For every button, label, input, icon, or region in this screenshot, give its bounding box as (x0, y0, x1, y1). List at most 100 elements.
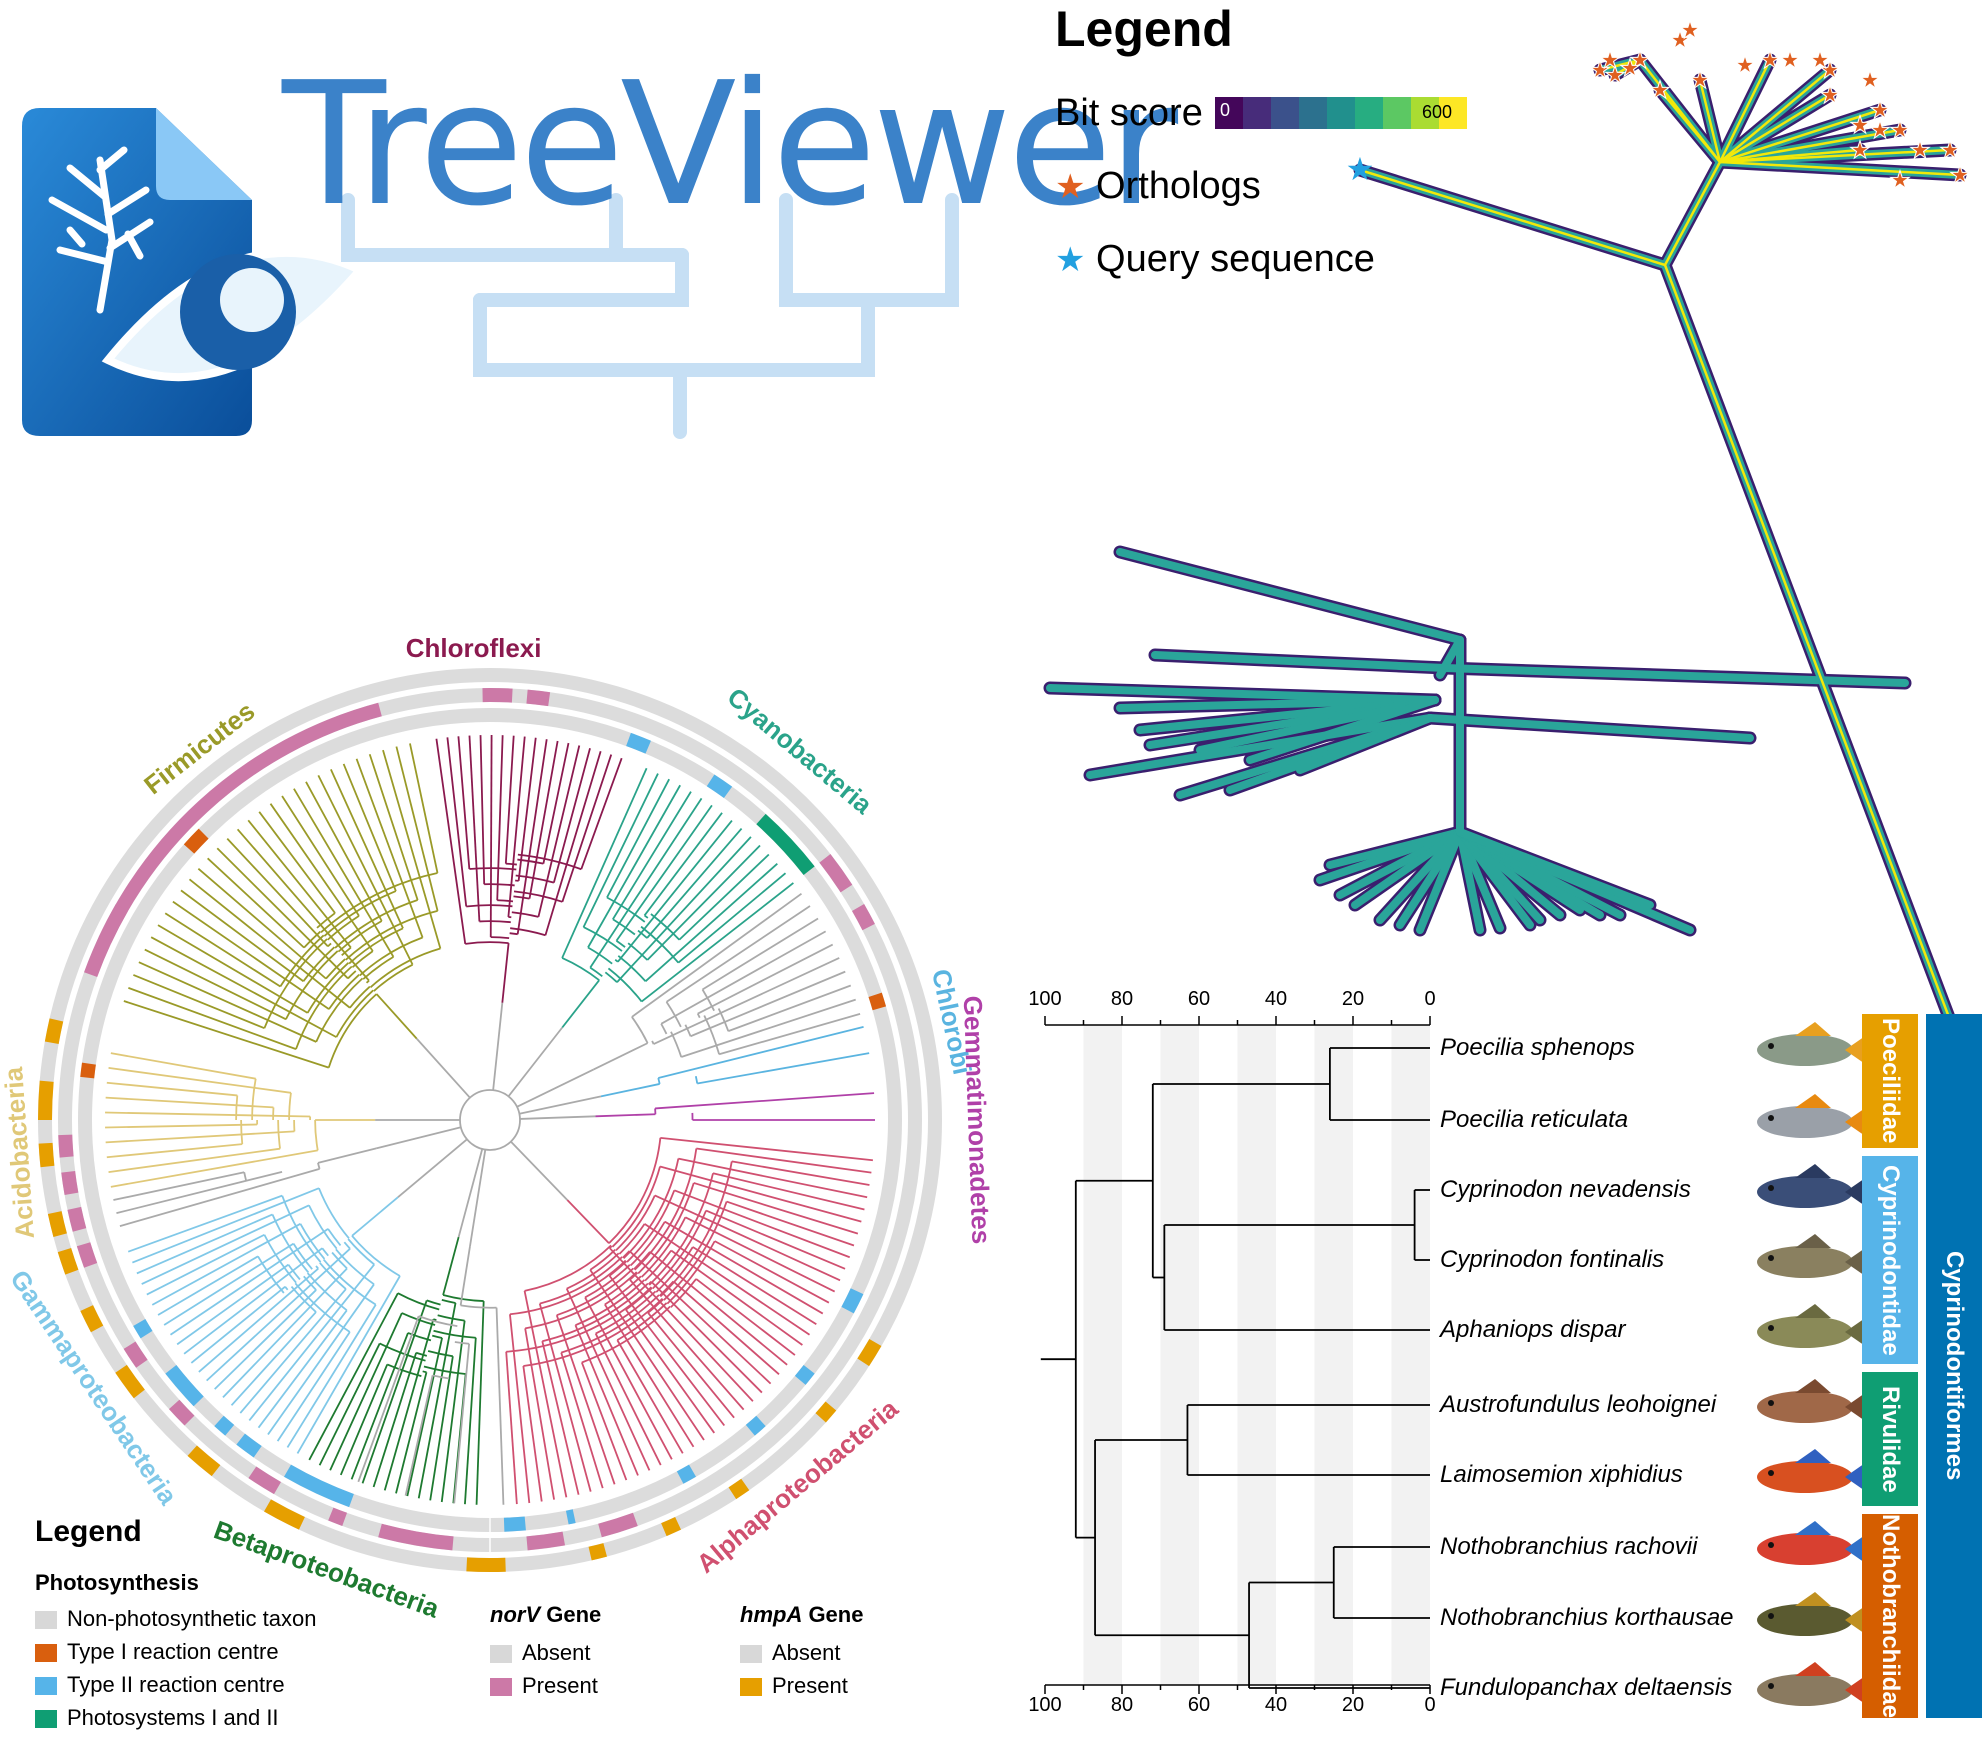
clade-stem (377, 994, 417, 1039)
tip-branch (215, 1290, 316, 1389)
internal-branch (649, 1173, 713, 1285)
norv-present-block (331, 1514, 345, 1519)
hmpa-title: hmpA Gene (740, 1602, 863, 1628)
ortholog-star-icon: ★ (1619, 55, 1641, 82)
norv-present-block (858, 908, 869, 928)
legend-item: Type I reaction centre (35, 1635, 317, 1668)
species-label: Poecilia sphenops (1440, 1034, 1635, 1062)
grid-band (1392, 1025, 1431, 1685)
tip-branch (727, 1202, 854, 1246)
fish-image-icon (1757, 1316, 1853, 1348)
species-label: Austrofundulus leohoignei (1440, 1391, 1716, 1419)
legend-item: Type II reaction centre (35, 1668, 317, 1701)
root-branch (398, 1139, 467, 1197)
photosynthesis-block (504, 1523, 525, 1524)
internal-branch (352, 951, 372, 967)
internal-branch (455, 1342, 469, 1344)
tip-branch (655, 1093, 874, 1108)
tip-branch (477, 1301, 484, 1505)
tip-branch (109, 1068, 291, 1093)
tip-branch (109, 1149, 281, 1172)
norv-present-block (600, 1519, 635, 1530)
hmpa-present-block (467, 1564, 506, 1565)
ortholog-star-icon: ★ (1859, 67, 1881, 94)
legend-item: Present (740, 1669, 848, 1702)
ortholog-star-icon: ★ (1849, 137, 1871, 164)
internal-branch (398, 1293, 439, 1309)
internal-branch (615, 960, 618, 962)
ortholog-star-icon: ★ (1649, 77, 1671, 104)
grid-band (1084, 1025, 1123, 1685)
photosynthesis-block (750, 1421, 761, 1430)
internal-branch (652, 1041, 654, 1044)
hmpa-present-block (821, 1406, 831, 1418)
norv-legend: Absent Present (490, 1636, 598, 1702)
ortholog-star-icon: ★ (1779, 47, 1801, 74)
family-bar-rivulidae: Rivulidae (1862, 1372, 1918, 1506)
clade-stem (502, 943, 508, 1003)
tip-branch (287, 1305, 375, 1448)
norv-present-block (65, 1135, 66, 1157)
legend-item: Absent (490, 1636, 598, 1669)
internal-branch (316, 1266, 318, 1269)
norv-present-block (105, 908, 122, 941)
ortholog-star-icon: ★ (1869, 117, 1891, 144)
internal-branch (285, 1287, 288, 1290)
photosynthesis-block (711, 780, 728, 792)
axis-tick-label: 80 (1100, 1694, 1144, 1717)
tip-branch (133, 975, 264, 1028)
internal-branch (360, 938, 423, 976)
tip-branch (249, 1264, 374, 1420)
root-branch (376, 1127, 461, 1148)
internal-branch (309, 1205, 337, 1248)
internal-branch (416, 1353, 427, 1356)
photosynthesis-block (680, 1471, 692, 1478)
internal-branch (280, 935, 323, 986)
species-label: Poecilia reticulata (1440, 1106, 1628, 1134)
tip-branch (647, 846, 760, 960)
internal-branch (427, 1300, 441, 1304)
species-label: Nothobranchius rachovii (1440, 1533, 1697, 1561)
root-branch (520, 1116, 595, 1119)
hmpa-present-block (45, 1081, 47, 1120)
hmpa-present-block (268, 1505, 302, 1523)
axis-tick-label: 20 (1331, 988, 1375, 1011)
internal-branch (442, 1300, 456, 1303)
clade-stem (594, 1043, 648, 1069)
norv-present-block (825, 858, 847, 888)
norv-present-block (130, 1345, 142, 1364)
ortholog-star-icon: ★ (1819, 82, 1841, 109)
tip-branch (309, 1293, 398, 1460)
clade-stem (562, 980, 599, 1027)
internal-branch (252, 1079, 256, 1120)
top-axis (1045, 1016, 1430, 1025)
internal-branch (349, 928, 403, 963)
tip-branch (128, 988, 296, 1049)
clade-stem (601, 1084, 660, 1096)
tip-branch (158, 925, 308, 1013)
axis-tick-label: 100 (1023, 1694, 1067, 1717)
legend-item: Present (490, 1669, 598, 1702)
photosynthesis-block (241, 1439, 258, 1452)
internal-branch (438, 1315, 465, 1320)
ortholog-star-icon: ★ (1599, 47, 1621, 74)
norv-present-block (74, 1208, 79, 1230)
tip-branch (506, 736, 514, 864)
grid-band (1161, 1025, 1200, 1685)
tip-branch (617, 837, 751, 982)
internal-branch (609, 1138, 660, 1243)
ortholog-star-icon: ★ (1939, 137, 1961, 164)
grid-band (1238, 1025, 1277, 1685)
tip-branch (728, 986, 850, 1032)
internal-branch (479, 921, 510, 922)
tip-branch (111, 1053, 256, 1079)
circular-tree: ChloroflexiCyanobacteriaFirmicutesChloro… (0, 620, 1000, 1620)
family-bar-nothobranchiidae: Nothobranchiidae (1862, 1514, 1918, 1718)
photosynthesis-title: Photosynthesis (35, 1570, 199, 1596)
tip-branch (561, 1353, 602, 1489)
hmpa-present-block (121, 1369, 139, 1394)
root-branch (511, 1142, 567, 1200)
internal-branch (318, 1163, 320, 1169)
internal-branch (698, 1014, 700, 1018)
fish-image-icon (1757, 1533, 1853, 1565)
